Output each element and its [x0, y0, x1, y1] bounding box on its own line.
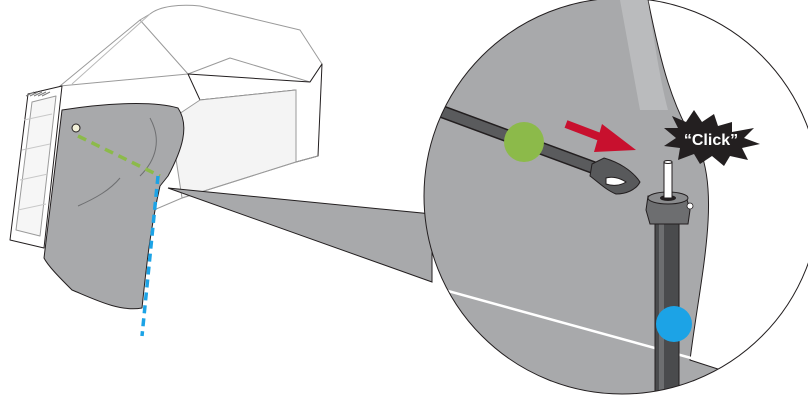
green-dashed-guide [77, 134, 161, 178]
pole-tip-slot [605, 176, 627, 186]
zoom-white-panel [647, 0, 808, 394]
pole-rivet [686, 202, 694, 210]
blue-dashed-guide [140, 175, 160, 337]
zoom-callout-wedge [167, 187, 433, 283]
blue-marker-dot [656, 306, 692, 342]
canopy-ribbing [25, 91, 51, 97]
green-marker-dot [504, 122, 544, 162]
canopy-attachment-point [71, 123, 81, 133]
zoom-detail [424, 0, 808, 394]
canopy-window-grid [17, 113, 53, 211]
click-callout-text: “Click” [684, 132, 738, 149]
right-arrow-icon [564, 120, 636, 152]
vertical-pole [654, 205, 680, 394]
canopy-roof-inner [71, 13, 151, 85]
canopy-top-frame [139, 4, 323, 83]
canopy-fabric-fold [77, 117, 157, 207]
vertical-pole-highlight [659, 206, 664, 394]
pole-tip-connector [589, 157, 641, 195]
canopy-window-inner [15, 95, 57, 237]
canopy-overview [9, 4, 323, 337]
starburst-icon [664, 110, 760, 166]
vertical-pole-pin-top [663, 160, 673, 164]
zoom-circle-outline [423, 0, 808, 395]
vertical-pole-pin [663, 161, 673, 199]
zoom-panel-shade [620, 0, 668, 110]
